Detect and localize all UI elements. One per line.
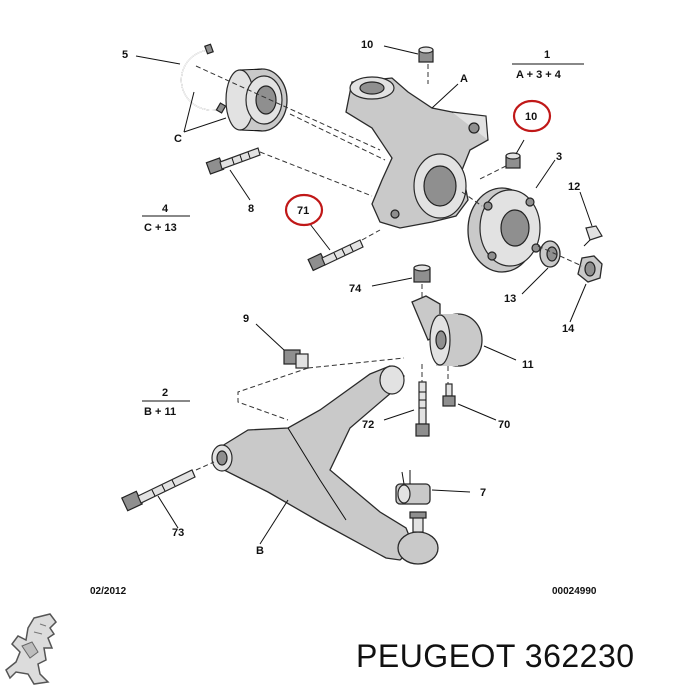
- wheel-hub-part: [467, 187, 541, 273]
- nut-74-part: [413, 264, 431, 283]
- nut-10-top-part: [418, 46, 434, 63]
- callout-13: 13: [504, 293, 516, 305]
- hub-nut-14-part: [577, 255, 603, 283]
- formula-2: B + 11: [144, 406, 176, 418]
- callout-A: A: [460, 73, 468, 85]
- callout-72: 72: [362, 419, 374, 431]
- highlight-ring-10: [512, 99, 552, 133]
- wheel-bearing-part: [225, 68, 288, 132]
- callout-14: 14: [562, 323, 575, 335]
- brand-name: PEUGEOT: [356, 638, 516, 674]
- bracket-bush-11-part: [411, 295, 483, 367]
- leader-lines: [135, 45, 593, 545]
- callout-10-top: 10: [361, 39, 373, 51]
- diagram-reference: 00024990: [552, 586, 597, 597]
- bolt-8-part: [205, 147, 261, 175]
- callout-12: 12: [568, 181, 580, 193]
- callout-11: 11: [522, 359, 534, 371]
- callout-10-highlight: 10: [525, 111, 537, 123]
- bolt-73-part: [120, 469, 196, 512]
- callout-1: 1: [544, 49, 550, 61]
- formula-1: A + 3 + 4: [516, 69, 562, 81]
- circlip-part: [180, 43, 227, 114]
- bolt-70-part: [442, 383, 456, 407]
- assembly-lines: [195, 64, 583, 471]
- highlight-ring-71: [284, 193, 324, 227]
- part-number: 362230: [524, 638, 635, 674]
- callout-7: 7: [480, 487, 486, 499]
- callout-2: 2: [162, 387, 168, 399]
- formula-4: C + 13: [144, 222, 177, 234]
- nut-10-side-part: [505, 152, 521, 169]
- callout-74: 74: [349, 283, 362, 295]
- callout-8: 8: [248, 203, 254, 215]
- peugeot-lion-logo: [5, 613, 57, 685]
- callout-5: 5: [122, 49, 128, 61]
- bush-7-part: [395, 470, 431, 505]
- ball-joint-part: [397, 511, 439, 565]
- diagram-date: 02/2012: [90, 586, 127, 597]
- clip-12-part: [583, 225, 603, 247]
- callout-70: 70: [498, 419, 510, 431]
- callout-C: C: [174, 133, 182, 145]
- bolt-71-part: [307, 239, 364, 272]
- callout-4: 4: [162, 203, 169, 215]
- bearing-13-part: [539, 240, 561, 268]
- callout-B: B: [256, 545, 264, 557]
- callout-9: 9: [243, 313, 249, 325]
- lower-control-arm-part: [211, 365, 415, 561]
- clip-9-part: [283, 349, 309, 369]
- callout-3: 3: [556, 151, 562, 163]
- steering-knuckle-part: [345, 76, 489, 229]
- brand-caption: PEUGEOT 362230: [356, 638, 635, 675]
- callout-71-highlight: 71: [297, 205, 309, 217]
- bolt-72-part: [415, 381, 430, 437]
- callout-73: 73: [172, 527, 184, 539]
